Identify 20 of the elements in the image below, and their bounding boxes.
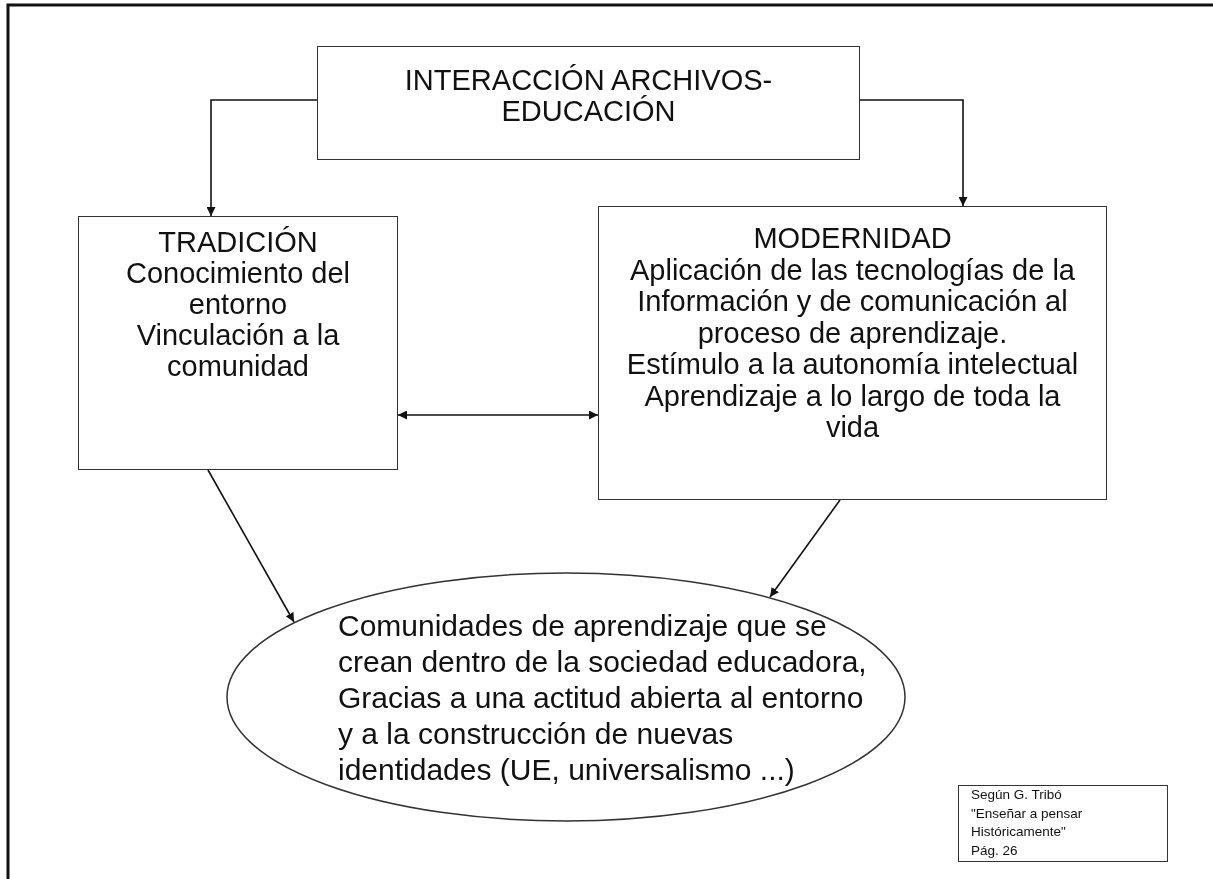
box-text: Aprendizaje a lo largo de toda la vida (643, 380, 1062, 444)
citation-box (958, 785, 1168, 862)
box-heading: TRADICIÓN (158, 227, 318, 258)
process-box (78, 216, 398, 470)
arrow (206, 99, 318, 217)
box-text: Aplicación de las tecnologías de la Información y de comunicación al proceso de aprendizaje. (629, 254, 1076, 349)
arrow (397, 410, 599, 420)
box-text: Vinculación a la comunidad (135, 320, 341, 382)
arrow (769, 499, 841, 598)
arrow (859, 99, 968, 207)
box-heading: MODERNIDAD (753, 223, 952, 255)
citation-text: Según G. Tribó "Enseñar a pensar Históricamente" Pág. 26 (971, 786, 1084, 860)
box-text: Conocimiento del entorno (124, 258, 352, 320)
process-box (317, 46, 860, 160)
ellipse-node (226, 572, 906, 822)
box-text: Comunidades de aprendizaje que se crean dentro de la sociedad educadora, Gracias a una actitud abierta al entorno y a la construcción de nuevas identidades (UE, universalismo ...) (338, 608, 868, 788)
box-text: INTERACCIÓN ARCHIVOS-EDUCACIÓN (403, 65, 774, 127)
arrow (207, 469, 295, 623)
process-box (598, 206, 1107, 500)
box-text: Estímulo a la autonomía intelectual (626, 349, 1079, 381)
